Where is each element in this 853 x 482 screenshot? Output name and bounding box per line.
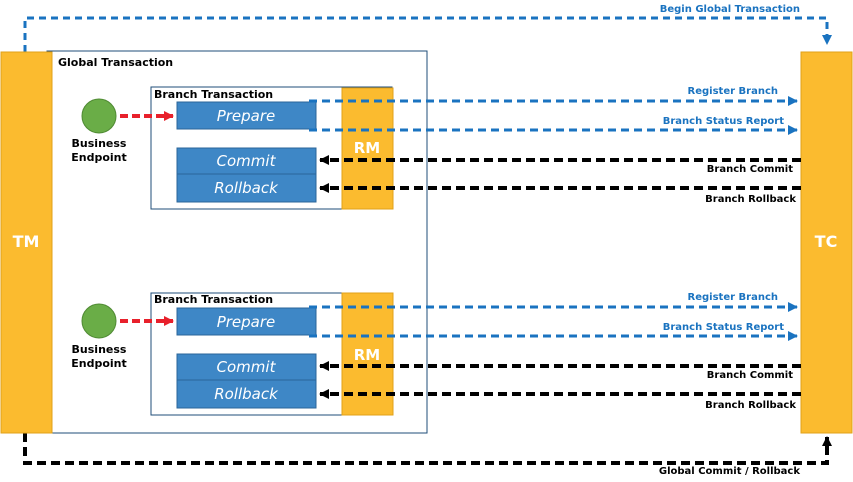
branch-transaction-title: Branch Transaction [154, 88, 273, 101]
register-branch-label: Register Branch [688, 292, 778, 303]
business-endpoint-label-line1: Business [72, 343, 127, 356]
business-endpoint-icon [81, 98, 117, 134]
prepare-label: Prepare [217, 313, 276, 331]
rollback-label: Rollback [214, 179, 279, 197]
branch-status-report-label: Branch Status Report [663, 116, 784, 127]
rm-label: RM [354, 139, 380, 157]
rollback-box [176, 379, 317, 409]
tm-bar [0, 51, 53, 434]
business-endpoint-label-line1: Business [72, 137, 127, 150]
branch-transaction-title: Branch Transaction [154, 293, 273, 306]
commit-box [176, 353, 317, 381]
register-branch-label: Register Branch [688, 86, 778, 97]
business-endpoint-label-line2: Endpoint [71, 151, 127, 164]
prepare-label: Prepare [217, 107, 276, 125]
commit-label: Commit [217, 358, 277, 376]
branch-status-report-label: Branch Status Report [663, 322, 784, 333]
global-commit-rollback-arrow [23, 433, 832, 465]
business-endpoint-label-line2: Endpoint [71, 357, 127, 370]
global-commit-rollback-label: Global Commit / Rollback [659, 466, 800, 477]
branch-group-1: Branch Transaction Business Endpoint Pre… [71, 86, 801, 210]
branch-commit-label: Branch Commit [707, 370, 793, 381]
begin-global-label: Begin Global Transaction [660, 4, 800, 15]
tm-label: TM [13, 232, 40, 251]
rm-label: RM [354, 346, 380, 364]
commit-label: Commit [217, 152, 277, 170]
branch-rollback-label: Branch Rollback [705, 194, 796, 205]
branch-rollback-label: Branch Rollback [705, 400, 796, 411]
global-transaction-title: Global Transaction [58, 56, 173, 69]
prepare-box [176, 307, 317, 336]
prepare-box [176, 101, 317, 130]
begin-global-arrow [23, 16, 832, 52]
business-endpoint-icon [81, 303, 117, 339]
rollback-label: Rollback [214, 385, 279, 403]
tc-label: TC [815, 232, 838, 251]
branch-commit-label: Branch Commit [707, 164, 793, 175]
tc-bar [800, 51, 853, 434]
branch-group-2: Branch Transaction Business Endpoint Pre… [71, 292, 801, 416]
rollback-box [176, 173, 317, 203]
